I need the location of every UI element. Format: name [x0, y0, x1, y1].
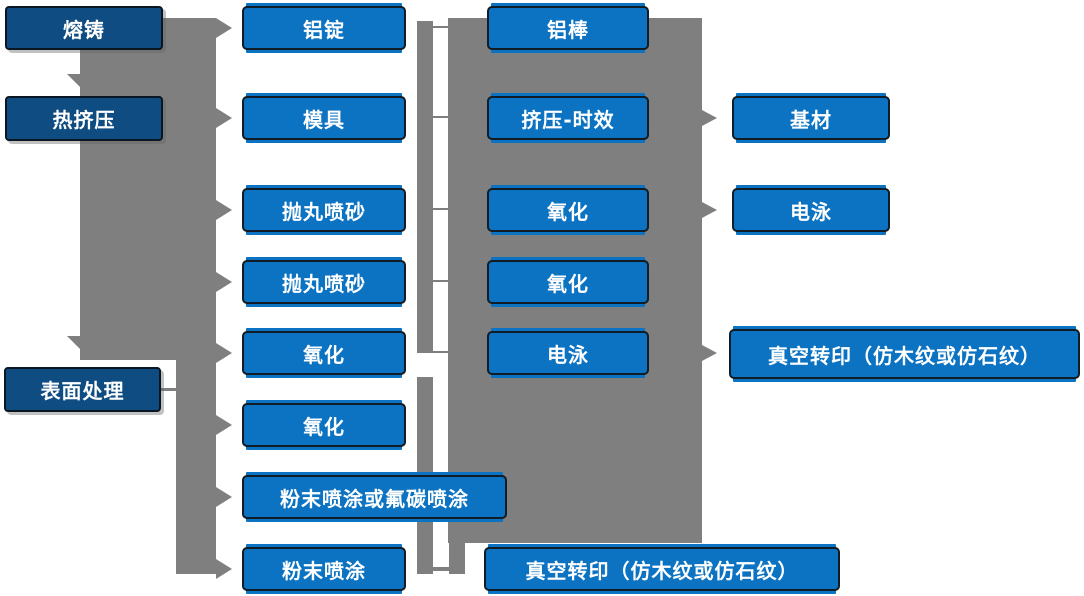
- flow-node-label: 真空转印（仿木纹或仿石纹）: [768, 343, 1041, 368]
- flow-node-biaomianchuli: 表面处理: [4, 367, 161, 412]
- flow-node-label: 粉末喷涂或氟碳喷涂: [280, 486, 469, 511]
- flow-node-label: 氧化: [303, 342, 345, 367]
- arrow-down-icon: [67, 336, 93, 349]
- flow-node-label: 氧化: [547, 199, 589, 224]
- arrow-right-icon: [216, 108, 232, 128]
- flow-node-zhenkong-c3: 真空转印（仿木纹或仿石纹）: [484, 547, 840, 591]
- flow-node-yanghua-c3a: 氧化: [487, 188, 649, 232]
- flow-node-label: 表面处理: [40, 379, 125, 403]
- connector-trunk-left-lower: [176, 355, 216, 574]
- flow-node-yanghua-c2b: 氧化: [242, 403, 406, 447]
- flow-node-label: 电泳: [547, 342, 589, 367]
- arrow-right-icon: [216, 200, 232, 220]
- flow-node-rejiya: 热挤压: [5, 96, 163, 141]
- flow-node-lvding: 铝锭: [242, 6, 406, 50]
- flow-node-jiya-shixiao: 挤压-时效: [487, 96, 649, 140]
- arrow-right-icon: [216, 487, 232, 507]
- connector-bus-tick-row5: [433, 351, 448, 353]
- flow-node-label: 铝棒: [547, 17, 589, 42]
- flow-node-label: 抛丸喷砂: [282, 271, 366, 296]
- flow-node-fenmo: 粉末喷涂: [242, 547, 406, 591]
- flow-node-moju: 模具: [242, 96, 406, 140]
- flow-node-zhenkong-c4: 真空转印（仿木纹或仿石纹）: [729, 329, 1080, 379]
- flow-node-fenmo-futan: 粉末喷涂或氟碳喷涂: [242, 475, 507, 519]
- flow-node-label: 氧化: [547, 271, 589, 296]
- arrow-right-icon: [702, 202, 717, 218]
- connector-bus-tick-row3: [433, 208, 448, 210]
- flow-node-label: 模具: [303, 107, 345, 132]
- flow-node-jicai: 基材: [732, 96, 890, 140]
- flow-node-rongzhu: 熔铸: [5, 6, 163, 50]
- flow-node-label: 熔铸: [63, 17, 105, 42]
- connector-bus-tick-row4: [433, 280, 448, 282]
- flow-node-yanghua-c3b: 氧化: [487, 260, 649, 304]
- arrow-right-icon: [216, 343, 232, 363]
- arrow-down-icon: [67, 74, 93, 87]
- connector-bus-tick-row1: [433, 26, 448, 28]
- connector-bus-bar-upper: [417, 21, 433, 353]
- flow-node-lvbang: 铝棒: [487, 6, 649, 50]
- flow-node-label: 基材: [790, 107, 832, 132]
- flow-node-label: 电泳: [790, 199, 832, 224]
- flow-node-yanghua-c2a: 氧化: [242, 331, 406, 375]
- flow-node-label: 真空转印（仿木纹或仿石纹）: [525, 558, 799, 583]
- arrow-right-icon: [216, 272, 232, 292]
- connector-bottom-transfer-tick: [432, 567, 450, 571]
- flow-node-paowan-1: 抛丸喷砂: [242, 188, 406, 232]
- arrow-right-icon: [702, 110, 717, 126]
- flow-node-label: 挤压-时效: [521, 107, 615, 132]
- connector-surface-treat-stub: [157, 388, 177, 391]
- flow-node-paowan-2: 抛丸喷砂: [242, 260, 406, 304]
- flow-node-dianyong-c4: 电泳: [732, 188, 890, 232]
- connector-trunk-left: [80, 18, 216, 360]
- flow-node-label: 铝锭: [303, 17, 345, 42]
- flow-node-dianyong-c3: 电泳: [487, 331, 649, 375]
- connector-band-bottom-stub: [449, 543, 465, 574]
- flow-node-label: 抛丸喷砂: [282, 199, 366, 224]
- arrow-right-icon: [702, 345, 717, 361]
- arrow-right-icon: [216, 415, 232, 435]
- arrow-right-icon: [216, 18, 232, 38]
- flow-node-label: 粉末喷涂: [282, 558, 366, 583]
- flow-node-label: 氧化: [303, 414, 345, 439]
- arrow-right-icon: [216, 559, 232, 579]
- connector-bus-tick-row2: [433, 116, 448, 118]
- flow-node-label: 热挤压: [52, 108, 116, 132]
